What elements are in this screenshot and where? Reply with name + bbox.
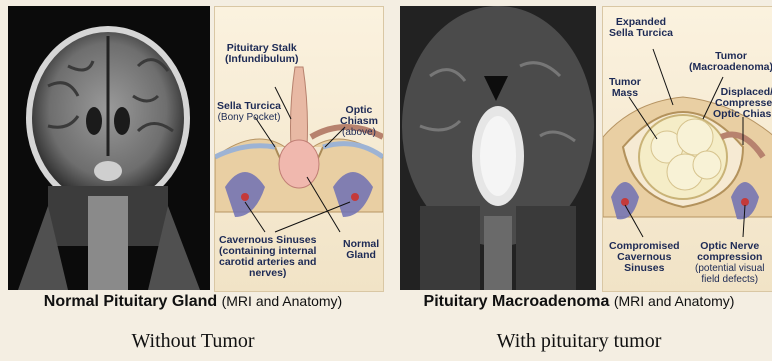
pituitary-stalk-label: Pituitary Stalk (Infundibulum): [225, 43, 298, 65]
optic-chiasm-label: Optic Chiasm (above): [340, 105, 378, 138]
compromised-sinuses-label: Compromised Cavernous Sinuses: [609, 241, 680, 274]
normal-panel: Pituitary Stalk (Infundibulum) Sella Tur…: [0, 0, 386, 361]
tumor-anatomy-illustration: Expanded Sella Turcica Tumor (Macroadeno…: [602, 6, 772, 292]
tumor-mri-image: [400, 6, 596, 290]
tumor-caption-bold: Pituitary Macroadenoma: [424, 293, 610, 310]
normal-mri-image: [8, 6, 210, 290]
cavernous-sinuses-label: Cavernous Sinuses (containing internal c…: [219, 235, 316, 279]
tumor-macroadenoma-label: Tumor (Macroadenoma): [689, 51, 772, 73]
sella-turcica-label: Sella Turcica (Bony Pocket): [217, 101, 281, 123]
tumor-mass-label: Tumor Mass: [609, 77, 641, 99]
expanded-sella-label: Expanded Sella Turcica: [609, 17, 673, 39]
tumor-panel: Expanded Sella Turcica Tumor (Macroadeno…: [386, 0, 772, 361]
normal-gland-label: Normal Gland: [343, 239, 379, 261]
normal-caption-bold: Normal Pituitary Gland: [44, 293, 217, 310]
normal-caption: Normal Pituitary Gland (MRI and Anatomy): [0, 293, 386, 311]
normal-anatomy-illustration: Pituitary Stalk (Infundibulum) Sella Tur…: [214, 6, 384, 292]
optic-nerve-compression-label: Optic Nerve compression (potential visua…: [695, 241, 764, 285]
normal-footer: Without Tumor: [0, 330, 386, 353]
tumor-caption-sub: (MRI and Anatomy): [614, 293, 735, 309]
normal-caption-sub: (MRI and Anatomy): [222, 293, 343, 309]
optic-chiasm-displaced-label: Displaced/ Compressed Optic Chiasm: [713, 87, 772, 120]
tumor-footer: With pituitary tumor: [386, 330, 772, 353]
tumor-caption: Pituitary Macroadenoma (MRI and Anatomy): [386, 293, 772, 311]
